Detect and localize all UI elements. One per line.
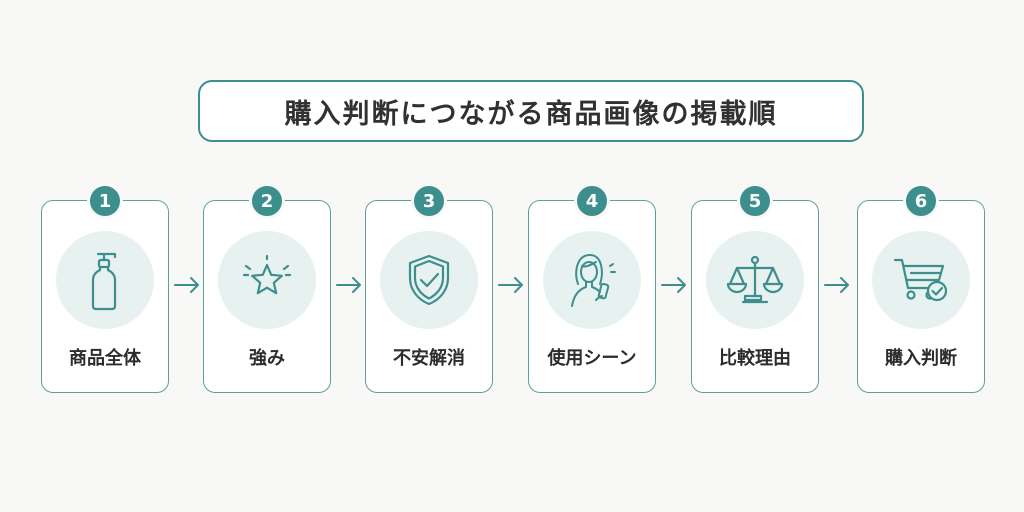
arrow-right-icon — [498, 277, 523, 293]
step-number-badge: 4 — [574, 183, 610, 219]
arrow-right-icon — [661, 277, 686, 293]
step-number-badge: 5 — [737, 183, 773, 219]
arrow-right-icon — [824, 277, 849, 293]
step-label: 不安解消 — [393, 348, 465, 369]
step-card-2: 2 強み — [203, 183, 331, 393]
page-title: 購入判断につながる商品画像の掲載順 — [284, 98, 778, 130]
sparkle-star-icon — [218, 231, 316, 329]
title-banner: 購入判断につながる商品画像の掲載順 — [198, 80, 864, 142]
step-card-1: 1 商品全体 — [41, 183, 169, 393]
arrow-right-icon — [174, 277, 199, 293]
step-label: 商品全体 — [69, 348, 141, 369]
shopping-cart-check-icon — [872, 231, 970, 329]
step-label: 強み — [249, 348, 285, 369]
balance-scale-icon — [706, 231, 804, 329]
step-label: 比較理由 — [719, 348, 791, 369]
step-label: 購入判断 — [885, 348, 957, 369]
arrow-right-icon — [336, 277, 361, 293]
step-number-badge: 6 — [903, 183, 939, 219]
step-card-4: 4 使用シーン — [528, 183, 656, 393]
step-card-6: 6 購入判断 — [857, 183, 985, 393]
pump-bottle-icon — [56, 231, 154, 329]
step-label: 使用シーン — [547, 348, 637, 369]
step-card-5: 5 比較理由 — [691, 183, 819, 393]
shield-check-icon — [380, 231, 478, 329]
step-number-badge: 3 — [411, 183, 447, 219]
step-number-badge: 1 — [87, 183, 123, 219]
person-using-product-icon — [543, 231, 641, 329]
step-card-3: 3 不安解消 — [365, 183, 493, 393]
step-number-badge: 2 — [249, 183, 285, 219]
